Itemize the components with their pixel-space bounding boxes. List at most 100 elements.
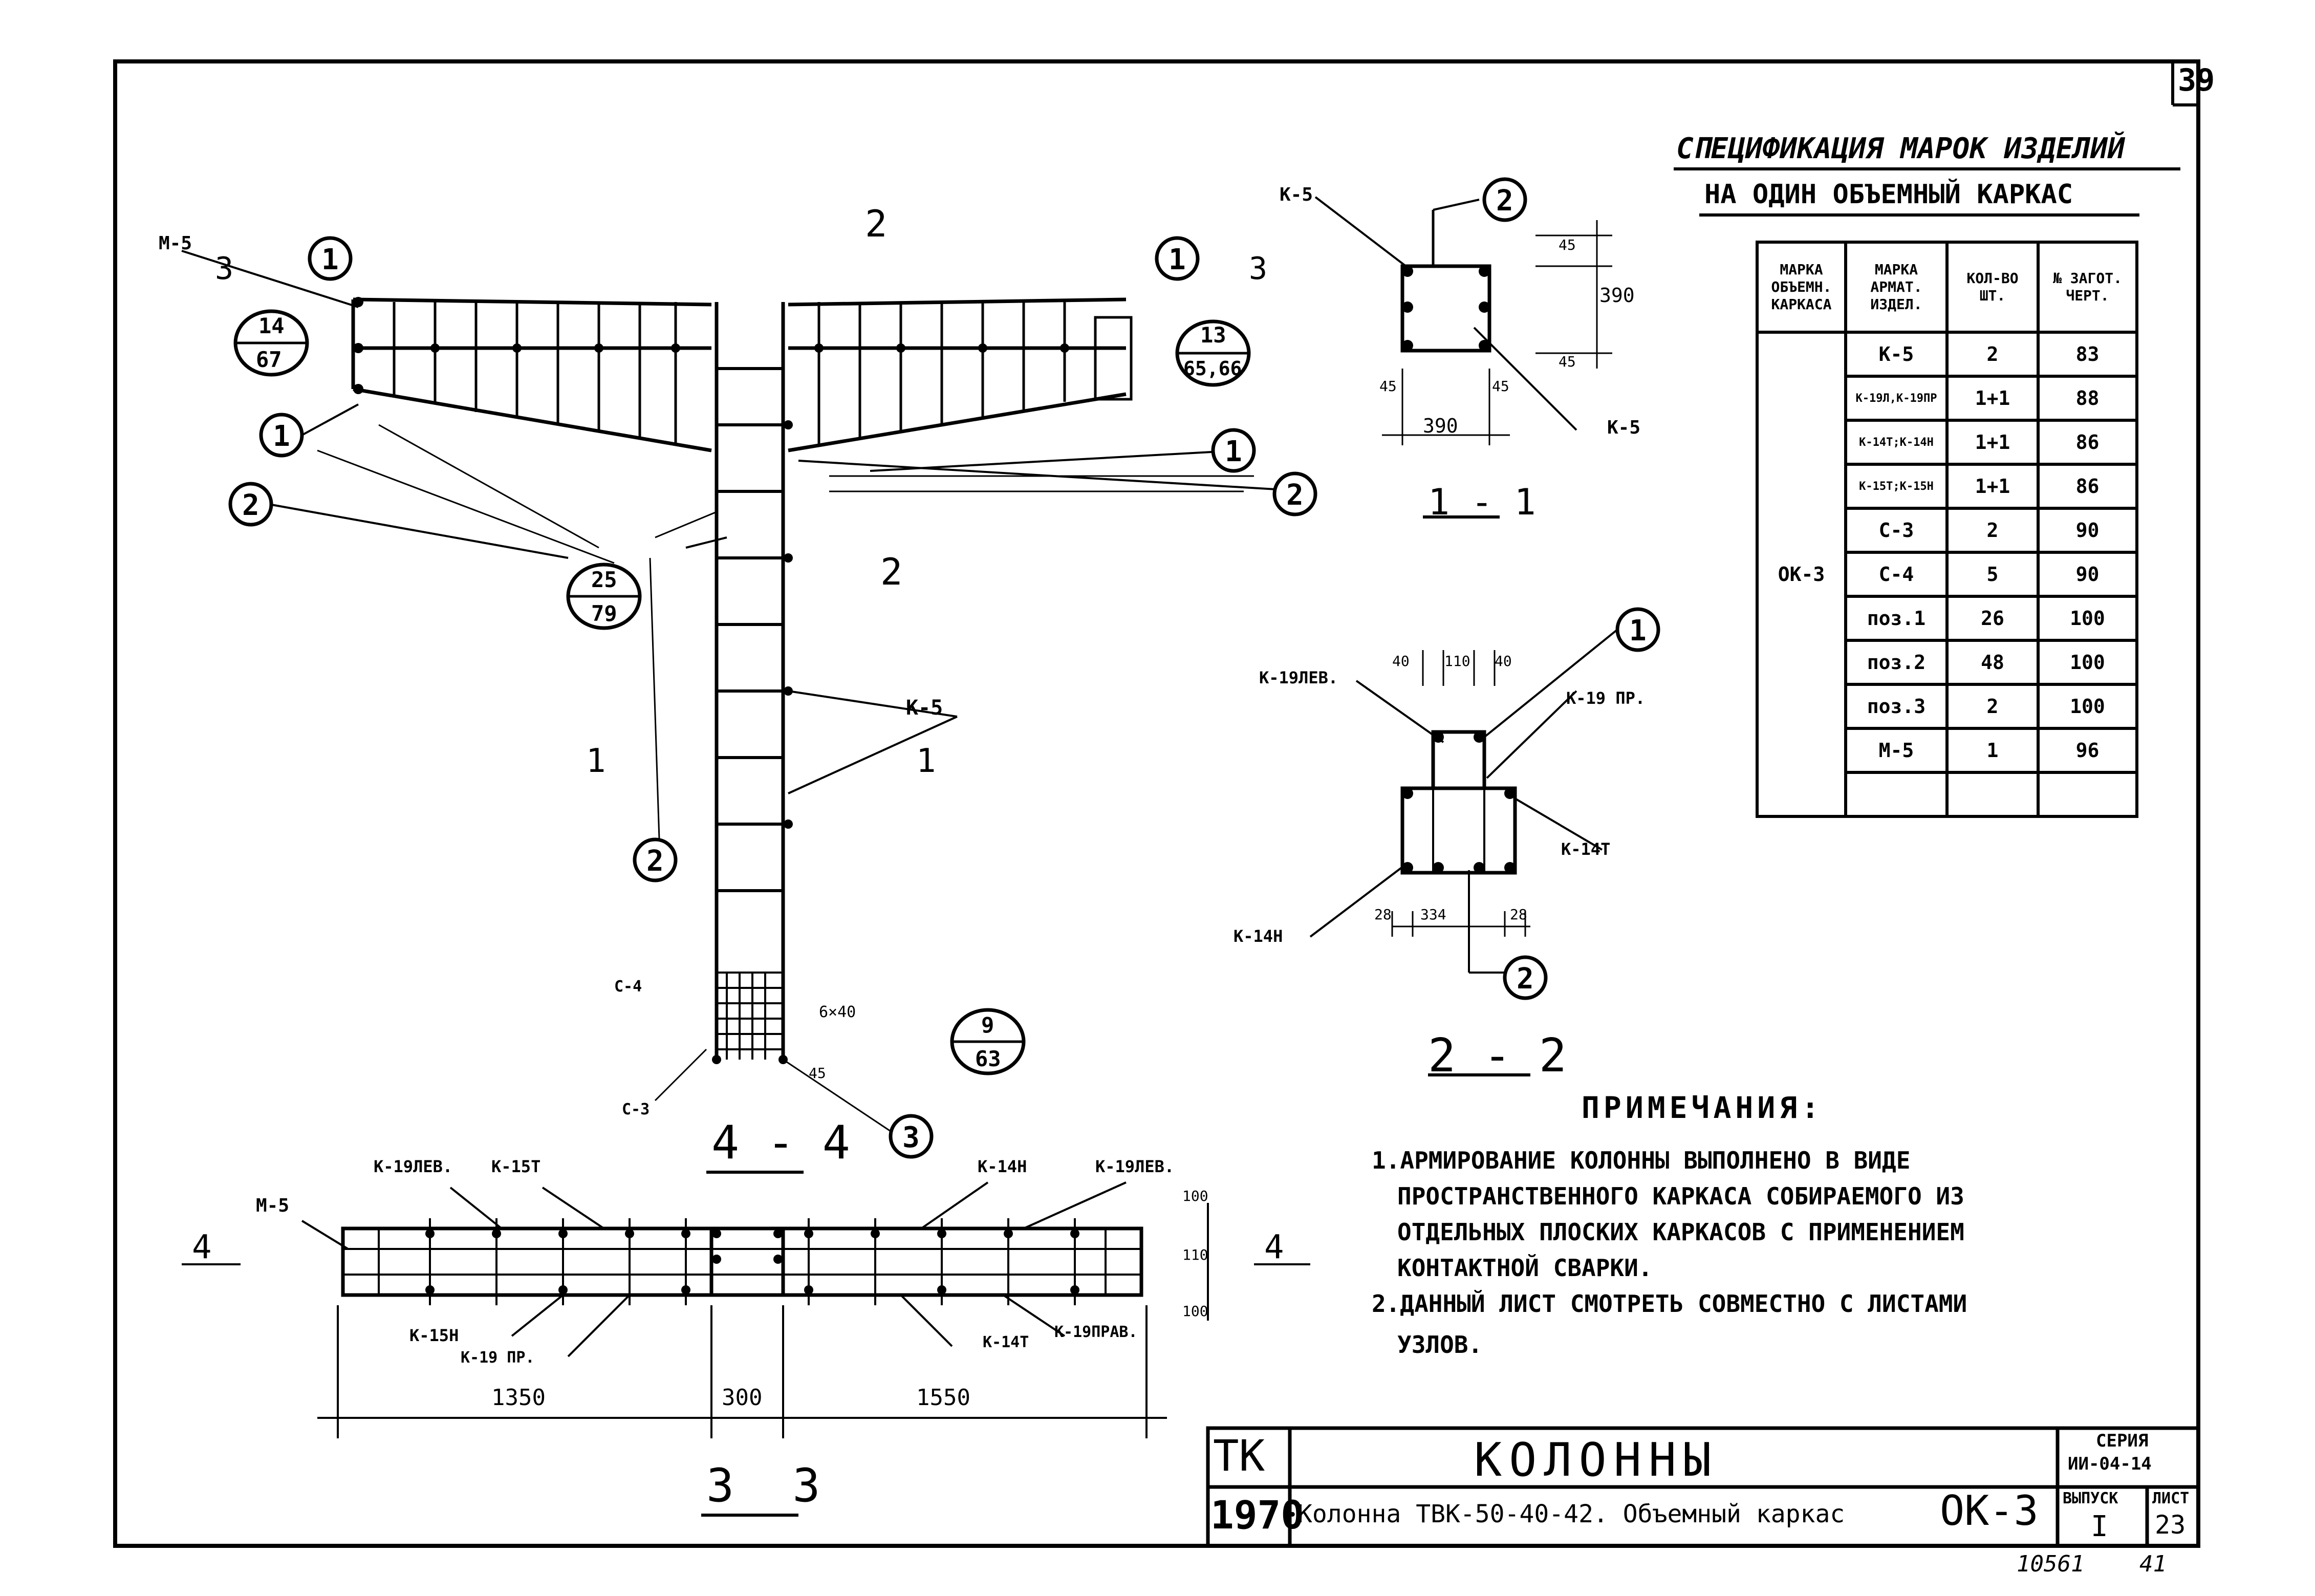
spec-row-qty: 1+1: [1945, 463, 2040, 510]
label-k14n-section2: К-14Н: [1234, 926, 1283, 946]
ref-25-top: 25: [591, 567, 617, 592]
spec-row-mark: С-4: [1844, 551, 1949, 598]
label-k19lev-section3: К-19ЛЕВ.: [374, 1157, 453, 1176]
section-4-4-drawing: [181, 250, 1311, 1132]
spec-row-mark: С-3: [1844, 507, 1949, 554]
section-mark-1-right: 1: [916, 742, 936, 780]
dim-45-column: 45: [809, 1065, 826, 1082]
spec-row-mark: К-14Т;К-14Н: [1844, 419, 1949, 466]
notes-line-4: КОНТАКТНОЙ СВАРКИ.: [1397, 1254, 1653, 1282]
title-block-series-label: СЕРИЯ: [2096, 1431, 2149, 1451]
section-2-2-drawing: [1309, 629, 1618, 1076]
ref-63-bottom: 63: [975, 1046, 1001, 1071]
spec-row-drawing: 88: [2037, 375, 2138, 422]
label-k15n-section3: К-15Н: [409, 1326, 459, 1345]
section-mark-4-left: 4: [192, 1228, 212, 1266]
notes-title: ПРИМЕЧАНИЯ:: [1582, 1090, 1824, 1125]
spec-frame-mark: ОК-3: [1756, 331, 1847, 818]
dim-45-bottom: 45: [1559, 353, 1576, 370]
spec-row-qty: 2: [1945, 683, 2040, 730]
dim-45-left: 45: [1379, 378, 1397, 395]
callout-dividers: [236, 341, 1248, 1043]
title-block-sheet-label: ЛИСТ: [2152, 1490, 2190, 1507]
spec-row-qty: 2: [1945, 331, 2040, 378]
spec-row-drawing: 86: [2037, 419, 2138, 466]
spec-table: МАРКА ОБЪЕМН. КАРКАСА МАРКА АРМАТ. ИЗДЕЛ…: [1756, 241, 2138, 818]
section-title-4-4: 4 - 4: [711, 1116, 850, 1170]
spec-row-drawing: 100: [2037, 595, 2138, 642]
spec-header-mark: МАРКА АРМАТ. ИЗДЕЛ.: [1844, 241, 1949, 334]
dim-110: 110: [1444, 653, 1470, 670]
spec-row-qty: 48: [1945, 639, 2040, 686]
callout-2-label: 2: [1496, 184, 1513, 218]
dim-100-bottom: 100: [1182, 1303, 1208, 1320]
label-k19pr-section3: К-19 ПР.: [461, 1349, 535, 1367]
rebar-dots-1-1: [1402, 266, 1490, 351]
rebar-dots-2-2: [1402, 731, 1516, 873]
callout-1-label: 1: [321, 243, 339, 276]
spec-row-mark: М-5: [1844, 727, 1949, 774]
title-block-year: 1970: [1210, 1492, 1305, 1538]
spec-row-qty: 5: [1945, 551, 2040, 598]
label-k5-section1: К-5: [1280, 184, 1313, 205]
callout-1-label: 1: [1169, 243, 1186, 276]
dim-334: 334: [1420, 906, 1446, 923]
dim-6x40: 6×40: [819, 1003, 856, 1021]
dim-1550: 1550: [916, 1385, 970, 1411]
ref-9-top: 9: [981, 1012, 994, 1038]
title-block-series: ИИ-04-14: [2068, 1454, 2152, 1474]
ref-67-bottom: 67: [256, 347, 282, 372]
title-block-subtitle: Колонна ТВК-50-40-42. Объемный каркас: [1297, 1500, 1845, 1528]
label-k19lev-section2: К-19ЛЕВ.: [1259, 668, 1338, 687]
ref-13-top: 13: [1200, 322, 1226, 348]
title-block: [1206, 1426, 2200, 1548]
section-mark-4-right: 4: [1264, 1228, 1284, 1266]
dim-390-horizontal: 390: [1423, 415, 1458, 437]
callout-3-label: 3: [902, 1121, 920, 1154]
callout-2-label: 2: [1286, 479, 1304, 512]
label-k14t-section2: К-14Т: [1561, 839, 1611, 859]
callout-2-label: 2: [242, 489, 259, 522]
callout-2-label: 2: [646, 845, 664, 878]
callout-2-label: 2: [1517, 962, 1534, 996]
callout-1-label: 1: [1225, 435, 1242, 468]
dim-45-top: 45: [1559, 236, 1576, 253]
spec-header-drawing: № ЗАГОТ. ЧЕРТ.: [2037, 241, 2138, 334]
footer-left-number: 10561: [2017, 1551, 2085, 1577]
dim-28-right: 28: [1510, 906, 1527, 923]
section-mark-2-top: 2: [865, 202, 888, 245]
dim-100-top: 100: [1182, 1188, 1208, 1204]
title-block-title: КОЛОННЫ: [1474, 1433, 1719, 1487]
label-k5-column: К-5: [906, 696, 943, 720]
spec-row-mark: К-15Т;К-15Н: [1844, 463, 1949, 510]
title-block-issue: I: [2091, 1510, 2108, 1543]
spec-header-frame: МАРКА ОБЪЕМН. КАРКАСА: [1756, 241, 1847, 334]
spec-row-drawing: 100: [2037, 639, 2138, 686]
ref-14-top: 14: [258, 313, 285, 338]
spec-row-qty: 2: [1945, 507, 2040, 554]
spec-row-drawing: 90: [2037, 507, 2138, 554]
spec-title-underlines: [1674, 167, 2180, 217]
section-mark-1-left: 1: [586, 742, 606, 780]
dim-45-right: 45: [1492, 378, 1509, 395]
rebar-dots-4-4: [353, 297, 1069, 1064]
spec-row-mark: К-19Л,К-19ПР: [1844, 375, 1949, 422]
notes-line-6: УЗЛОВ.: [1397, 1331, 1483, 1358]
label-c4: С-4: [614, 978, 642, 996]
notes-line-5: 2.ДАННЫЙ ЛИСТ СМОТРЕТЬ СОВМЕСТНО С ЛИСТА…: [1372, 1290, 1967, 1318]
spec-row-mark: К-5: [1844, 331, 1949, 378]
title-block-issue-label: ВЫПУСК: [2063, 1490, 2118, 1507]
label-k5-section1-right: К-5: [1607, 417, 1641, 438]
spec-row-mark: поз.3: [1844, 683, 1949, 730]
label-k19prav-section3: К-19ПРАВ.: [1054, 1323, 1138, 1341]
title-block-mark: ОК-3: [1940, 1487, 2039, 1535]
section-mark-3-right: 3: [1249, 251, 1268, 287]
section-mark-2-bottom: 2: [880, 550, 903, 593]
spec-row-qty: 1+1: [1945, 419, 2040, 466]
spec-row-mark: [1844, 771, 1949, 818]
dim-40-left: 40: [1392, 653, 1410, 670]
dim-28-left: 28: [1374, 906, 1392, 923]
title-block-org: ТК: [1213, 1431, 1265, 1481]
spec-row-drawing: 90: [2037, 551, 2138, 598]
label-k19lev-section3-right: К-19ЛЕВ.: [1095, 1157, 1175, 1176]
